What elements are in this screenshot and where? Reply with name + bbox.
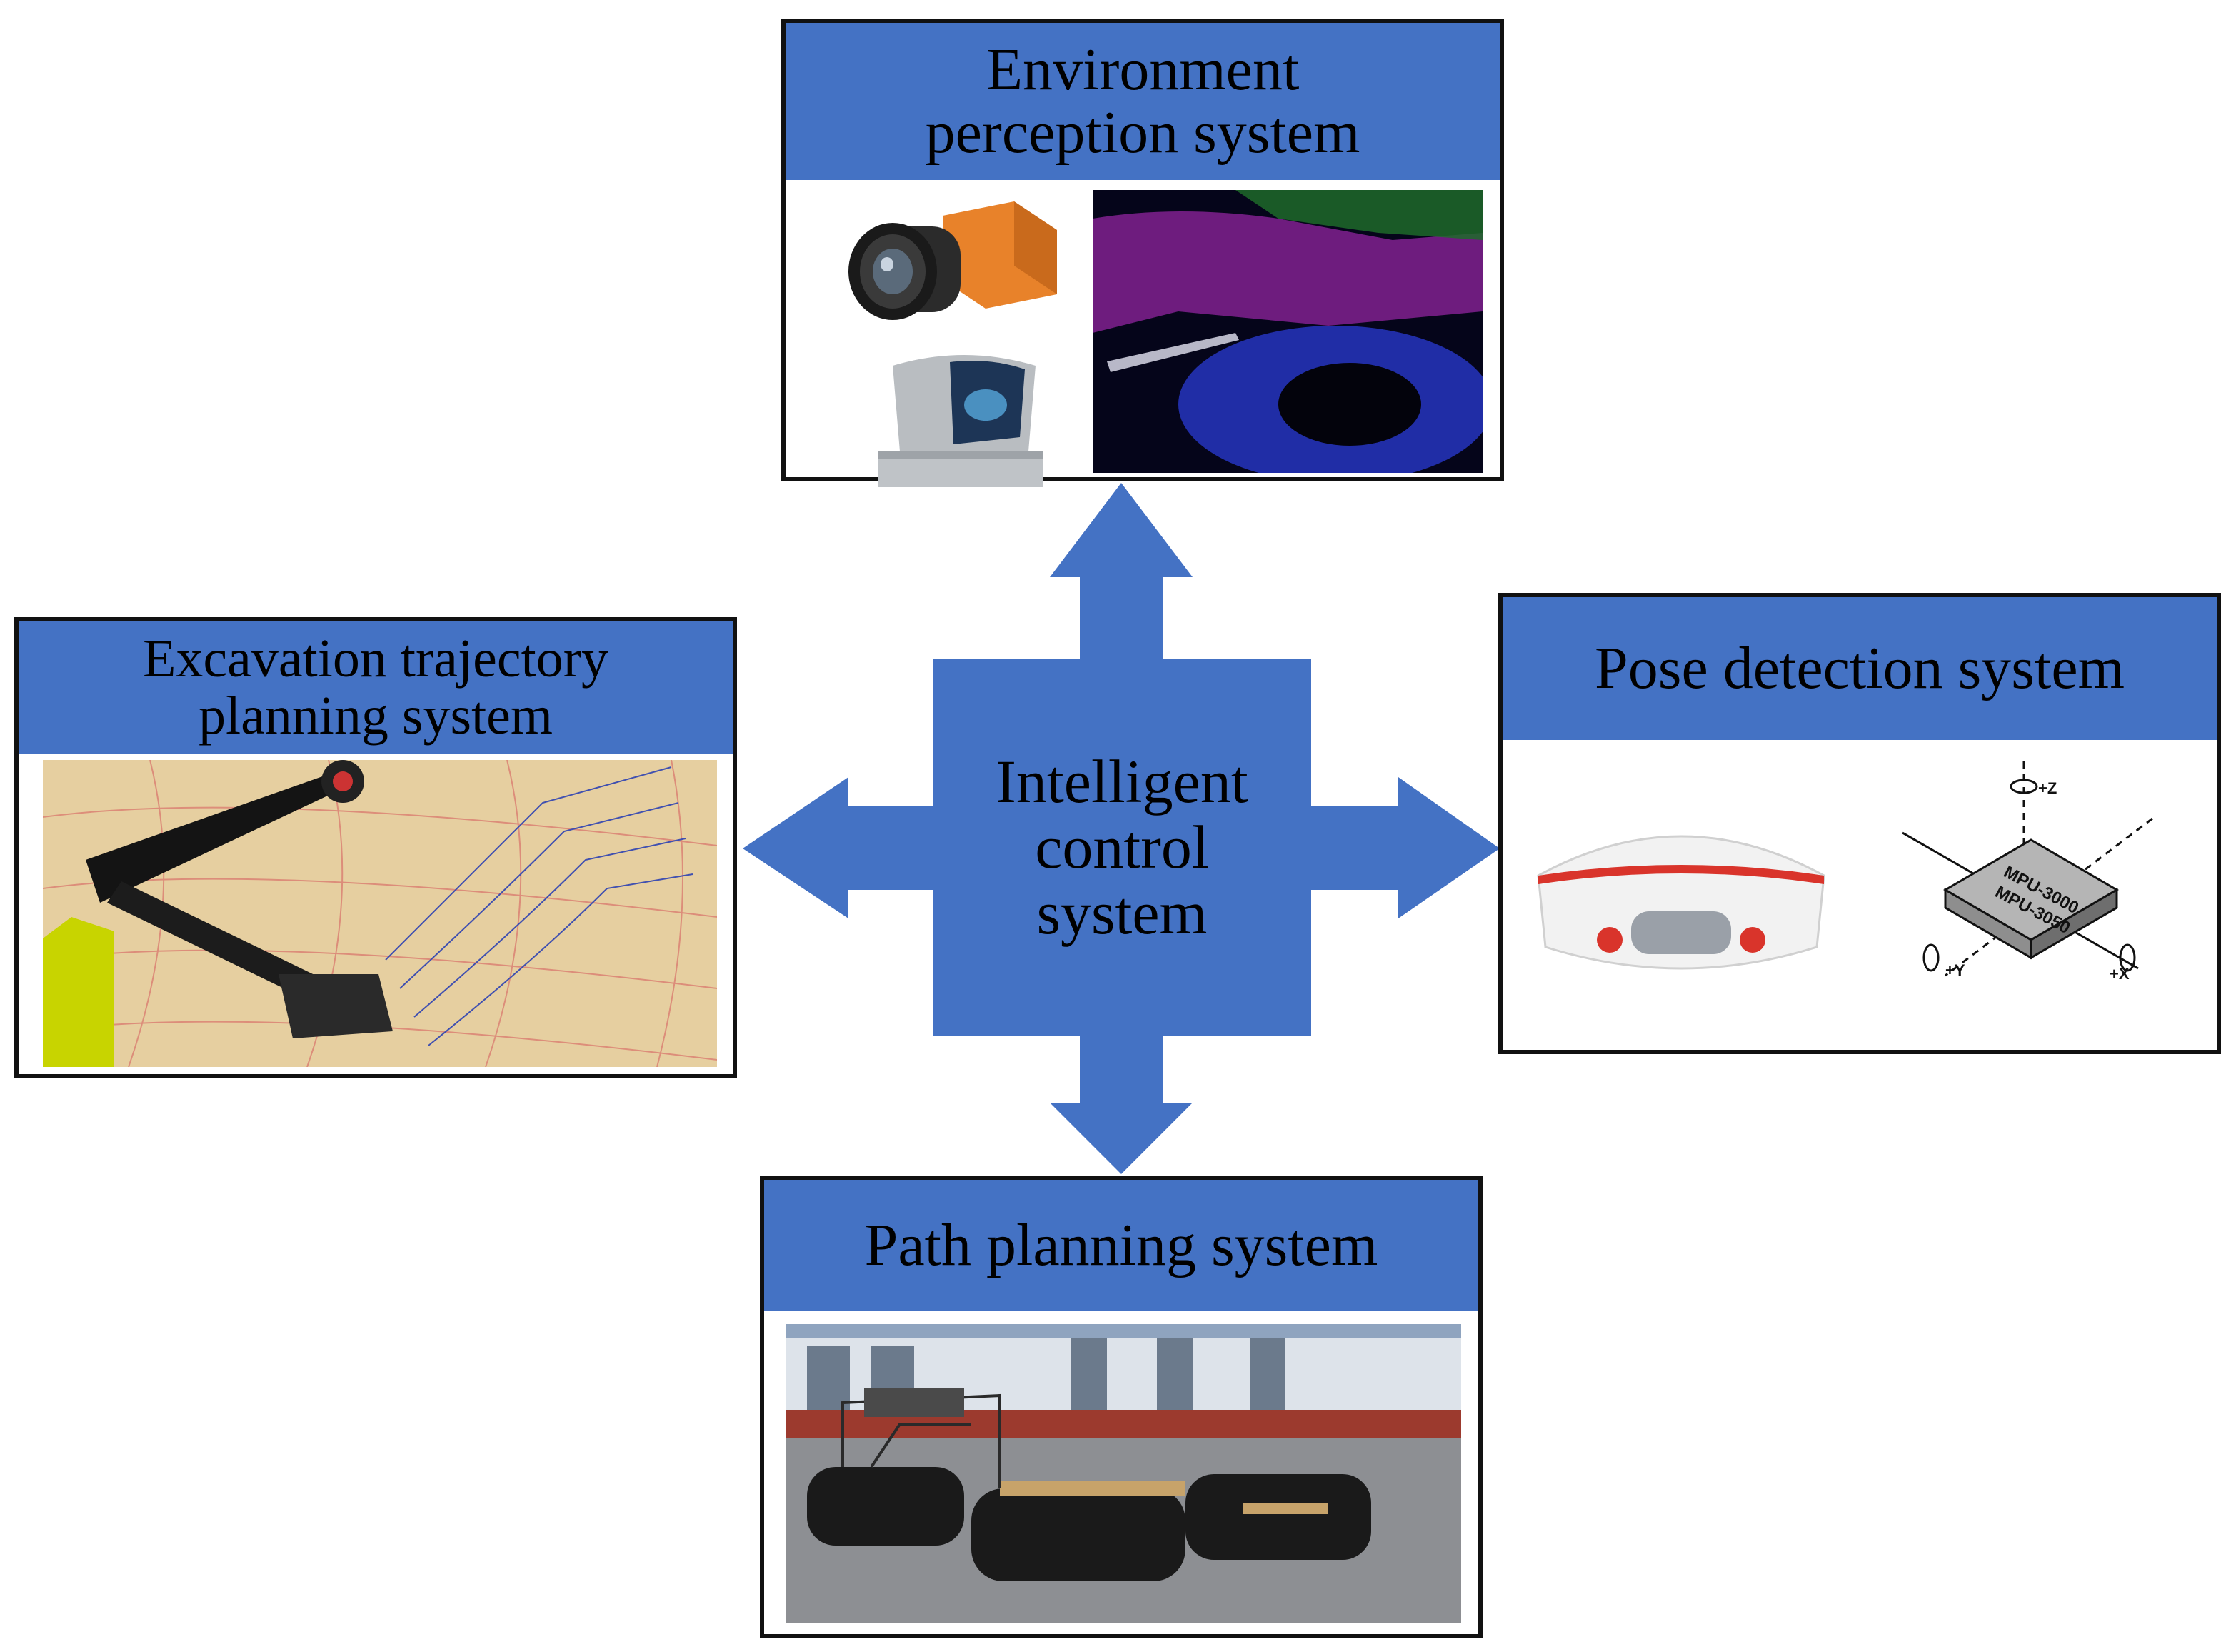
excavation-title-line-1: Excavation trajectory [142, 629, 608, 689]
environment-title-line-2: perception system [925, 99, 1360, 166]
environment-title-line-1: Environment [986, 36, 1300, 103]
environment-perception-panel: Environment perception system [781, 19, 1504, 487]
pose-panel-header: Pose detection system [1503, 597, 2217, 740]
center-title-line-3: system [1036, 878, 1208, 947]
pose-detection-panel: Pose detection system MPU-3000 MPU-3050 … [1498, 593, 2221, 1054]
center-title-line-1: Intelligent [996, 746, 1248, 816]
imu-module-image: MPU-3000 MPU-3050 +Z +Y +X [1902, 761, 2153, 983]
path-panel-header: Path planning system [764, 1180, 1478, 1311]
lidar-sensor-image [878, 355, 1043, 487]
point-cloud-scan-image [1093, 190, 1483, 473]
arrow-right [1311, 777, 1500, 918]
camera-image [848, 201, 1057, 320]
excavation-title-line-2: planning system [198, 686, 553, 746]
arrow-down [1050, 1036, 1193, 1174]
gnss-receiver-image [1537, 835, 1825, 970]
intelligent-control-box: Intelligent control system [933, 659, 1311, 1036]
arrow-up [1050, 483, 1193, 659]
environment-panel-body [786, 180, 1500, 487]
path-planning-panel: Path planning system [760, 1176, 1483, 1638]
excavation-panel-header: Excavation trajectory planning system [19, 621, 733, 754]
center-title-line-2: control [1035, 812, 1209, 881]
imu-axis-x: +X [2110, 965, 2130, 983]
excavator-trajectory-image [43, 760, 717, 1067]
pose-panel-body: MPU-3000 MPU-3050 +Z +Y +X [1503, 740, 2217, 1050]
path-title-line-1: Path planning system [864, 1211, 1378, 1278]
imu-axis-z: +Z [2038, 779, 2057, 797]
imu-axis-y: +Y [1945, 961, 1965, 979]
pose-title-line-1: Pose detection system [1595, 634, 2125, 701]
path-panel-body [764, 1311, 1478, 1634]
excavation-trajectory-panel: Excavation trajectory planning system [14, 617, 737, 1078]
excavation-panel-body [19, 754, 733, 1074]
environment-panel-header: Environment perception system [786, 23, 1500, 180]
arrow-left [743, 777, 933, 918]
tracked-vehicle-image [786, 1324, 1461, 1623]
